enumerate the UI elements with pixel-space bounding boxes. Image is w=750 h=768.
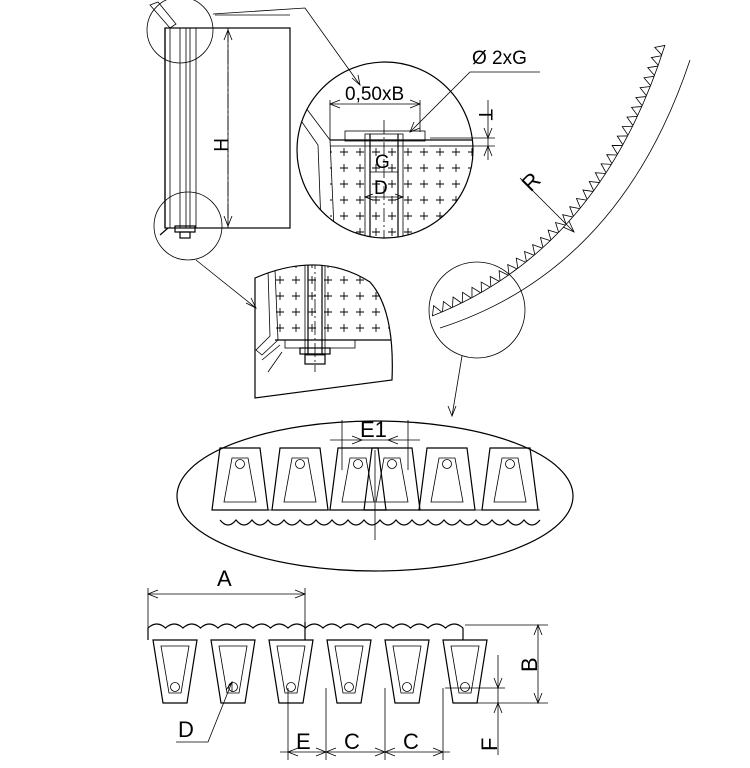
dimension-f-label: F [477,738,502,751]
belt-tooth [442,639,488,704]
belt-tooth-slot [392,645,422,694]
belt-tooth-slot [276,645,306,694]
arc-tooth [630,106,642,116]
arc-tooth [606,154,618,164]
belt-tooth-hole [460,682,470,692]
dimension-a-label: A [217,566,232,591]
arc-tooth [554,221,566,233]
ellipse-tooth-hole [442,459,452,469]
belt-tooth-hole [170,682,180,692]
arc-tooth [626,116,638,126]
arc-tooth [461,291,472,303]
ellipse-tooth-slot [223,457,257,503]
dimension-c1-label: C [344,729,360,754]
belt-tooth-hole [286,682,296,692]
ellipse-tooth-row [211,447,541,526]
arc-tooth [611,145,623,155]
dimension-e-label: E [296,729,311,754]
dimension-diameter-label: Ø 2xG [472,48,527,69]
ellipse-tooth [481,447,539,511]
dimension-r-label: R [517,167,546,196]
dimension-b-label: B [517,657,542,672]
ellipse-tooth-hole [387,459,397,469]
belt-tooth [384,639,430,704]
arc-tooth [600,163,612,173]
dimension-e1-label: E1 [360,417,387,442]
belt-tooth-hole [402,682,412,692]
arc-tooth [621,125,633,136]
belt-tooth-slot [450,645,480,694]
curved-belt-view: R [428,44,691,418]
arc-tooth [452,296,462,308]
panel-side-view: H [146,0,291,261]
dimension-t-label: T [474,109,495,121]
belt-tooth-slot [334,645,364,694]
arc-tooth [575,197,587,209]
ellipse-tooth-hole [235,459,245,469]
straight-belt-view: A B F E C C D [146,566,548,760]
dimension-d-top-label: D [374,178,388,199]
arc-tooth [539,236,551,248]
arc-tooth [480,281,491,293]
arc-tooth [471,286,481,298]
ellipse-tooth-hole [505,459,515,469]
arc-tooth [639,86,651,96]
ellipse-tooth-slot [283,457,317,503]
belt-tooth-hole [344,682,354,692]
ellipse-tooth [211,447,269,511]
ellipse-tooth-slot [341,457,375,503]
ellipse-tooth [329,447,387,511]
arc-tooth [498,269,509,281]
arc-tooth [442,300,452,312]
belt-tooth [268,639,314,704]
dimension-h-label: H [209,138,230,152]
bottom-detail-view [254,264,393,399]
ellipse-tooth [363,447,421,511]
arc-tooth [489,275,500,287]
belt-tooth [210,639,256,704]
arc-tooth [562,214,573,225]
ellipse-tooth-slot [430,457,464,503]
arc-tooth [569,206,580,217]
arc-tooth [635,96,647,106]
arc-tooth [507,263,518,275]
arc-tooth [532,244,543,255]
ellipse-tooth [418,447,476,511]
belt-tooth [152,639,198,704]
dimension-g-label: G [375,152,390,173]
dimension-d-bottom-label: D [178,717,194,742]
belt-tooth-slot [160,645,190,694]
straight-tooth-row [147,622,488,704]
detail-circle-top [146,0,214,64]
arc-tooth [616,135,628,145]
belt-ellipse-detail: E1 [176,417,574,572]
belt-tooth-slot [218,645,248,694]
ellipse-tooth-hole [295,459,305,469]
arc-tooth [643,75,655,86]
arc-tooth [653,45,665,56]
arc-tooth [432,304,442,316]
arc-tooth [646,65,658,76]
detail-circle-bottom [153,191,223,261]
arc-tooth [547,229,559,241]
ellipse-tooth-slot [375,457,409,503]
arc-tooth [582,189,594,200]
arc-tooth [588,180,600,191]
dimension-half-b-label: 0,50xB [345,84,404,105]
top-detail-view: 0,50xB Ø 2xG T G D [296,48,540,239]
belt-detail-circle [428,261,526,359]
ellipse-tooth-slot [493,457,527,503]
arc-tooth [524,250,535,262]
arc-tooth [650,55,662,66]
ellipse-tooth [271,447,329,511]
ellipse-wavy-edge [219,519,541,526]
dimension-c2-label: C [403,729,419,754]
belt-tooth [326,639,372,704]
arc-tooth [515,257,526,269]
ellipse-tooth-hole [353,459,363,469]
arc-tooth [594,172,606,183]
